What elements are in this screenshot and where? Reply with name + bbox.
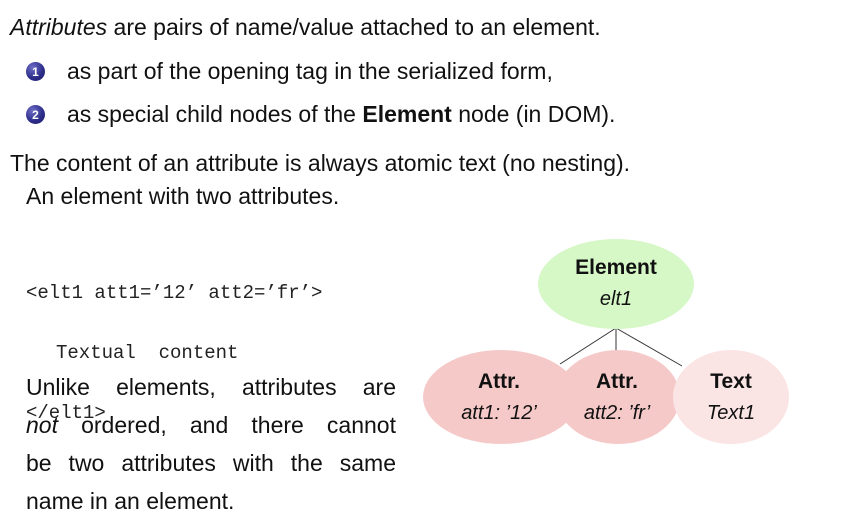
bullet-text-2: as special child nodes of the Element no… <box>67 101 615 128</box>
attr-node-1-name: att1: ’12’ <box>461 402 537 424</box>
xml-code-example: <elt1 att1=’12’ att2=’fr’> Textual conte… <box>26 248 322 458</box>
attr-node-2 <box>556 350 680 444</box>
para-line-1: Unlike elements, attributes are <box>26 374 396 400</box>
bullet-text-2-post: node (in DOM). <box>451 101 616 127</box>
attr-node-1-type: Attr. <box>478 370 520 393</box>
para-line-4: name in an element. <box>26 488 235 514</box>
not-emphasis: not <box>26 412 58 438</box>
text-node-name: Text1 <box>707 402 755 424</box>
element-node-name: elt1 <box>600 288 632 310</box>
attr-node-2-name: att2: ’fr’ <box>584 402 651 424</box>
attributes-term: Attributes <box>10 14 108 40</box>
bullet-text-2-pre: as special child nodes of the <box>67 101 363 127</box>
atomic-text-statement: The content of an attribute is always at… <box>10 150 631 176</box>
attr-node-2-type: Attr. <box>596 370 638 393</box>
bullet-item-2: 2 as special child nodes of the Element … <box>26 101 615 128</box>
para-line-3: be two attributes with the same <box>26 450 396 476</box>
element-node <box>538 239 694 329</box>
bullet-text-1: as part of the opening tag in the serial… <box>67 58 553 84</box>
intro-sentence: Attributes are pairs of name/value attac… <box>10 14 601 41</box>
element-node-type: Element <box>575 256 657 279</box>
code-line-open-tag: <elt1 att1=’12’ att2=’fr’> <box>26 282 323 304</box>
bullet-item-1: 1 as part of the opening tag in the seri… <box>26 58 553 85</box>
ordering-paragraph: Unlike elements, attributes are not orde… <box>26 368 396 520</box>
code-line-content: Textual content <box>56 342 239 364</box>
text-node <box>673 350 789 444</box>
edge-root-attr1 <box>559 327 617 365</box>
bullet-number-2-icon: 2 <box>26 105 45 124</box>
attr-node-1 <box>423 350 579 444</box>
intro-rest: are pairs of name/value attached to an e… <box>107 14 601 40</box>
para-line-2: not ordered, and there cannot <box>26 406 396 444</box>
code-line-close-tag: </elt1> <box>26 402 106 424</box>
edge-root-text <box>615 327 683 367</box>
example-caption: An element with two attributes. <box>26 183 340 209</box>
para-line-2-rest: ordered, and there cannot <box>57 412 396 438</box>
element-term: Element <box>362 101 452 127</box>
text-node-type: Text <box>710 370 752 393</box>
bullet-number-1-icon: 1 <box>26 62 45 81</box>
